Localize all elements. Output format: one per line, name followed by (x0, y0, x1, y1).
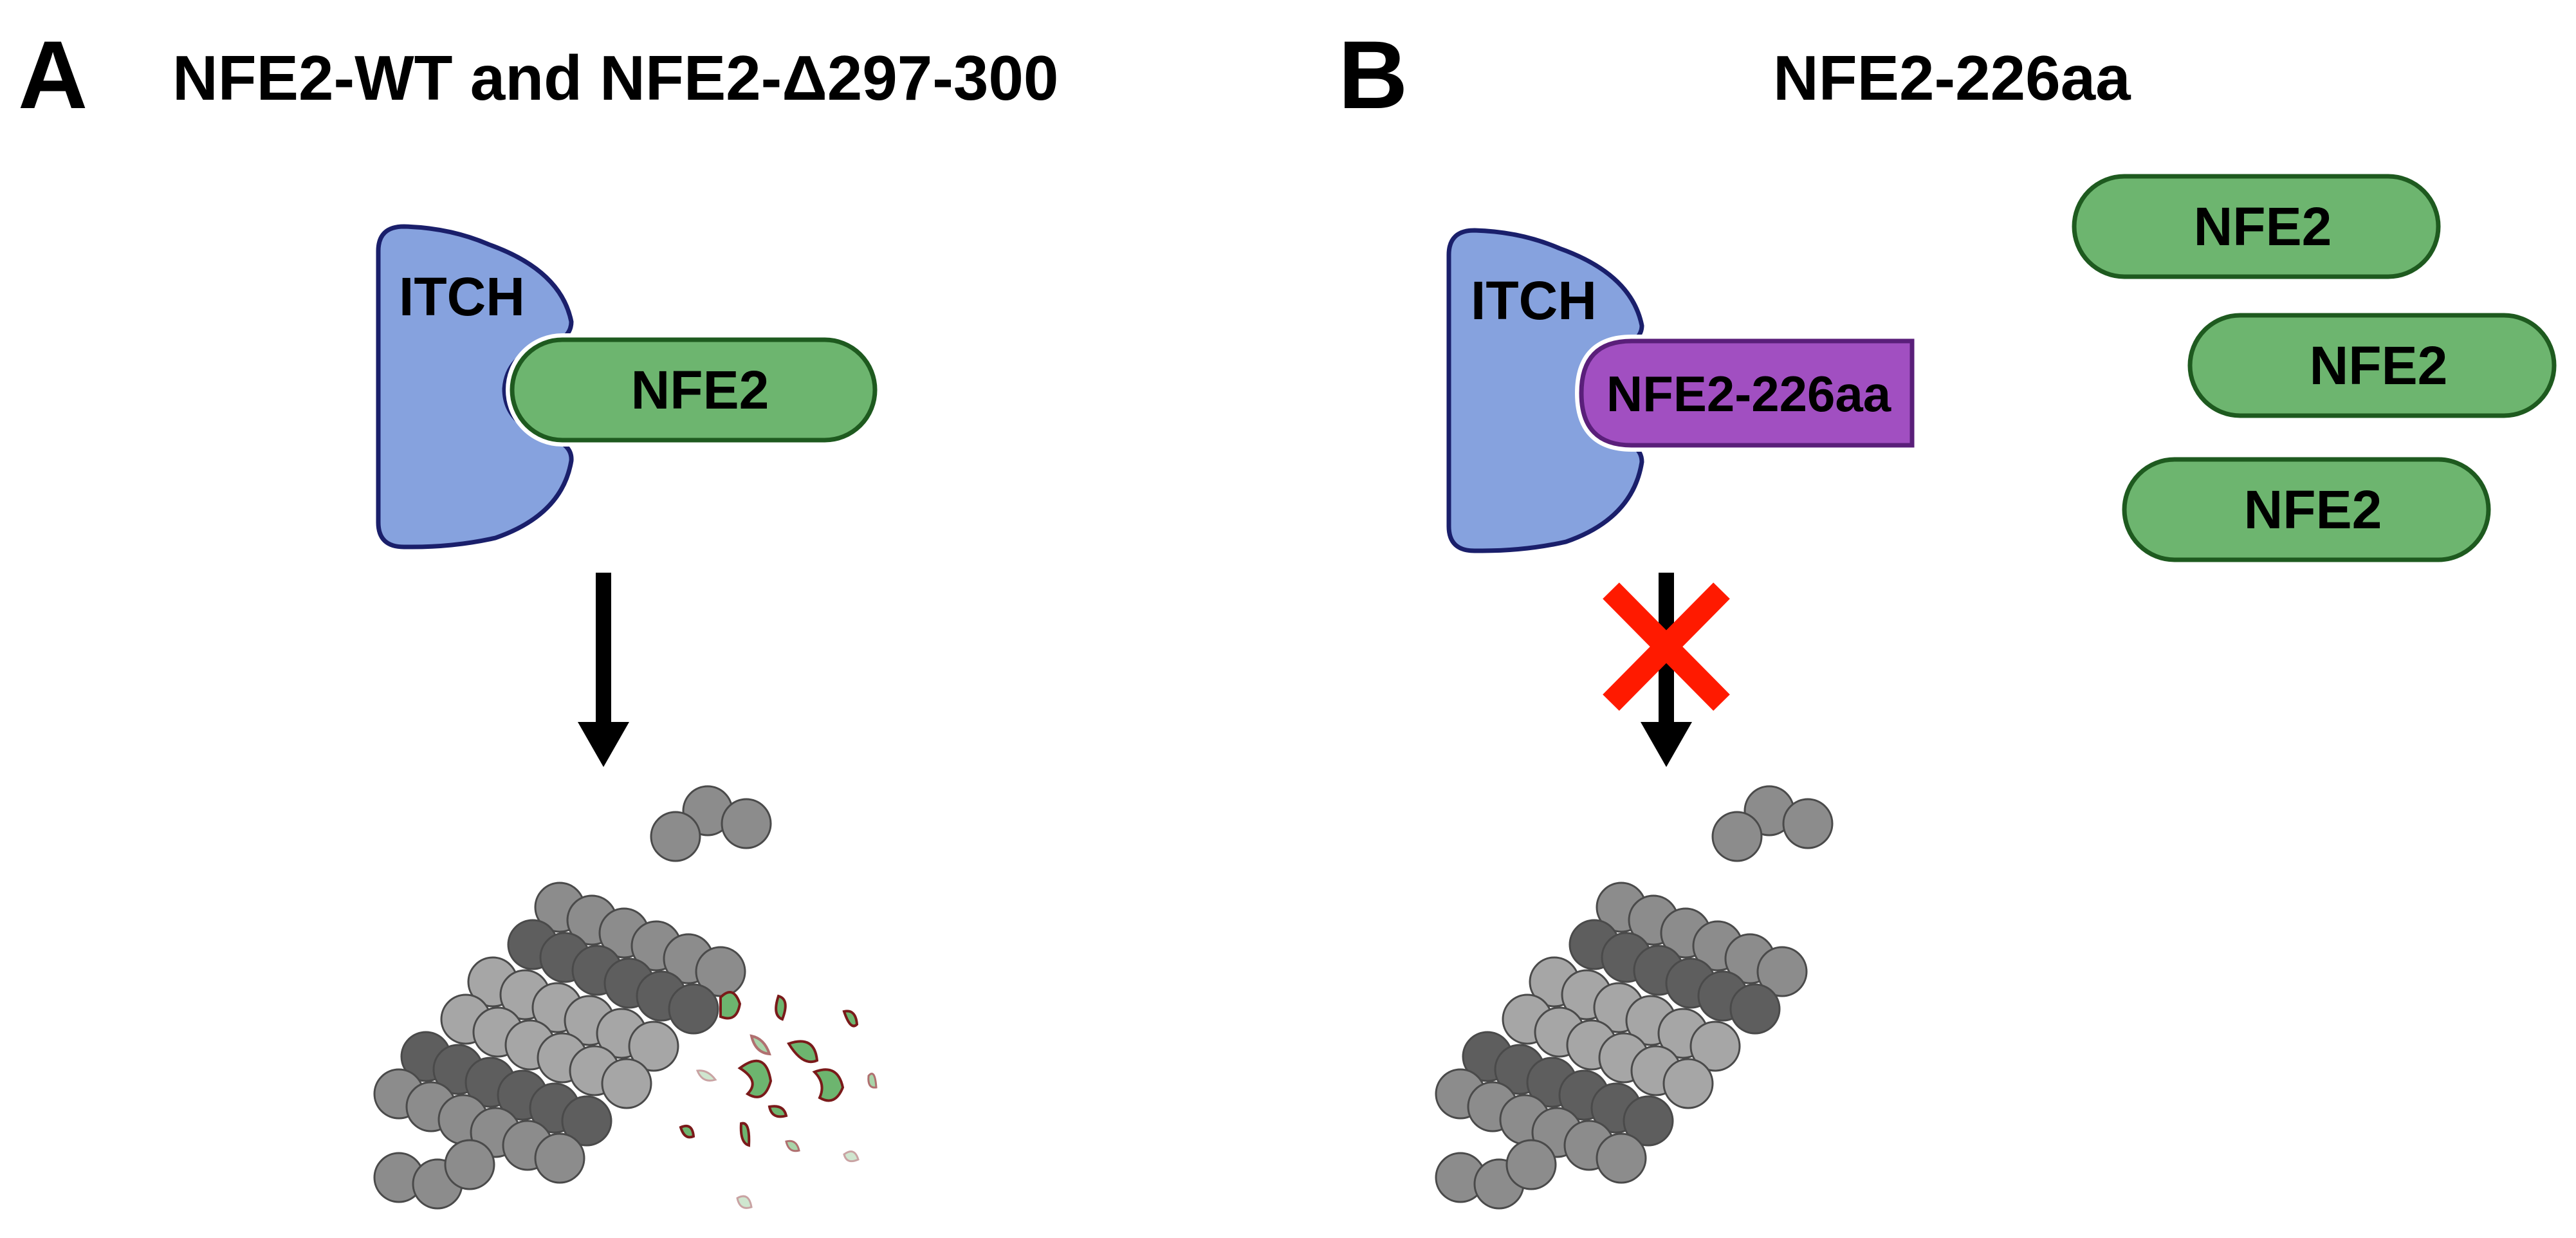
proteasome-subunit (601, 1058, 652, 1109)
proteasome-subunit (1623, 1095, 1674, 1147)
free-nfe2-1: NFE2 (2072, 174, 2441, 279)
panel-a: A NFE2-WT and NFE2-Δ297-300 ITCH NFE2 (18, 21, 1058, 1210)
itch-label-b: ITCH (1471, 270, 1597, 331)
proteasome-subunit (1756, 946, 1808, 997)
panel-a-letter: A (18, 21, 87, 129)
proteasome-cap-subunit (650, 811, 701, 862)
nfe2-outline-a (510, 337, 878, 443)
proteasome-subunit (1729, 983, 1781, 1035)
nfe2-label-a: NFE2 (631, 360, 769, 420)
proteasome-cap-subunit (1782, 798, 1834, 849)
cross-icon (1603, 582, 1730, 711)
proteasome-subunit (668, 983, 719, 1035)
proteasome-subunit (1596, 1132, 1647, 1184)
proteasome-subunit (1689, 1021, 1741, 1072)
free-nfe2-label-2: NFE2 (2310, 335, 2448, 396)
free-nfe2-2: NFE2 (2187, 313, 2557, 418)
panel-a-title: NFE2-WT and NFE2-Δ297-300 (172, 42, 1058, 113)
itch-label-a: ITCH (399, 266, 525, 327)
panel-b-title: NFE2-226aa (1773, 42, 2131, 113)
proteasome-cap-subunit (1505, 1139, 1557, 1190)
proteasome-subunit (561, 1095, 612, 1147)
proteasome-subunit (1662, 1058, 1714, 1109)
panel-b: B NFE2-226aa ITCH NFE2-226aa NFE2 NFE2 (1338, 21, 2557, 1210)
proteasome-icon (373, 785, 772, 1210)
down-arrow-icon (578, 573, 629, 767)
nfe2-226aa-label: NFE2-226aa (1606, 365, 1891, 422)
panel-b-letter: B (1338, 21, 1408, 129)
nfe2-226aa-outline (1579, 338, 1915, 448)
free-nfe2-label-1: NFE2 (2194, 196, 2332, 257)
proteasome-icon (1435, 785, 1834, 1210)
proteasome-cap-subunit (721, 798, 772, 849)
degraded-fragments-icon (679, 991, 878, 1209)
proteasome-cap-subunit (444, 1139, 495, 1190)
free-nfe2-3: NFE2 (2122, 457, 2491, 562)
proteasome-subunit (628, 1021, 679, 1072)
free-nfe2-label-3: NFE2 (2244, 479, 2382, 540)
proteasome-subunit (534, 1132, 585, 1184)
proteasome-cap-subunit (1711, 811, 1763, 862)
